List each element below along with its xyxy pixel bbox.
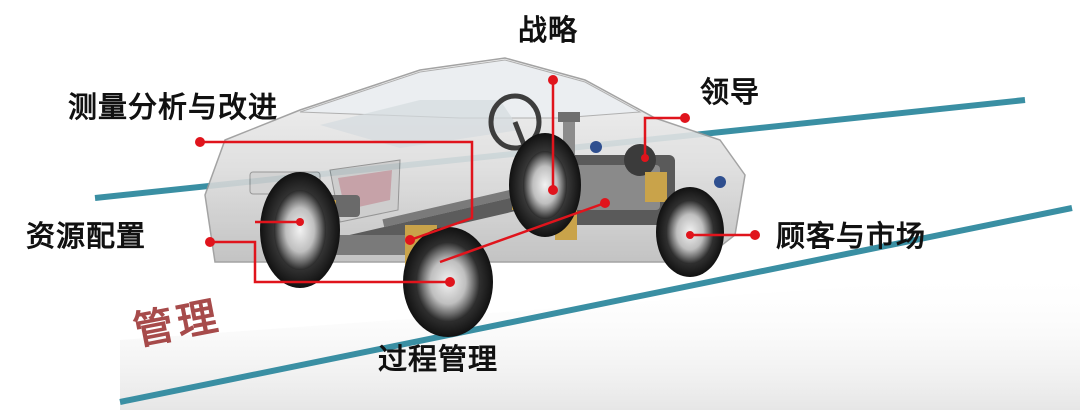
resources-dot	[205, 237, 215, 247]
front-left-wheel	[509, 133, 581, 237]
measure-leader	[200, 140, 474, 242]
leadership-dot	[680, 113, 690, 123]
label-strategy: 战略	[518, 13, 579, 47]
label-process: 过程管理	[378, 342, 499, 376]
leader-dots	[195, 75, 760, 287]
label-measure: 测量分析与改进	[68, 90, 279, 124]
label-leadership: 领导	[700, 75, 761, 109]
label-resources: 资源配置	[26, 219, 147, 253]
process-link-leader	[439, 201, 606, 264]
label-customer: 顾客与市场	[776, 219, 927, 253]
rear-left-wheel	[260, 172, 340, 288]
strategy-dot	[548, 75, 558, 85]
leader-lines	[200, 80, 755, 284]
ground-shadow	[120, 270, 1080, 410]
customer-dot	[750, 230, 760, 240]
resources-leader	[210, 240, 450, 284]
measure-dot	[195, 137, 205, 147]
lower-stripe	[119, 205, 1073, 405]
leadership-leader	[643, 116, 685, 158]
process-dot	[600, 198, 610, 208]
